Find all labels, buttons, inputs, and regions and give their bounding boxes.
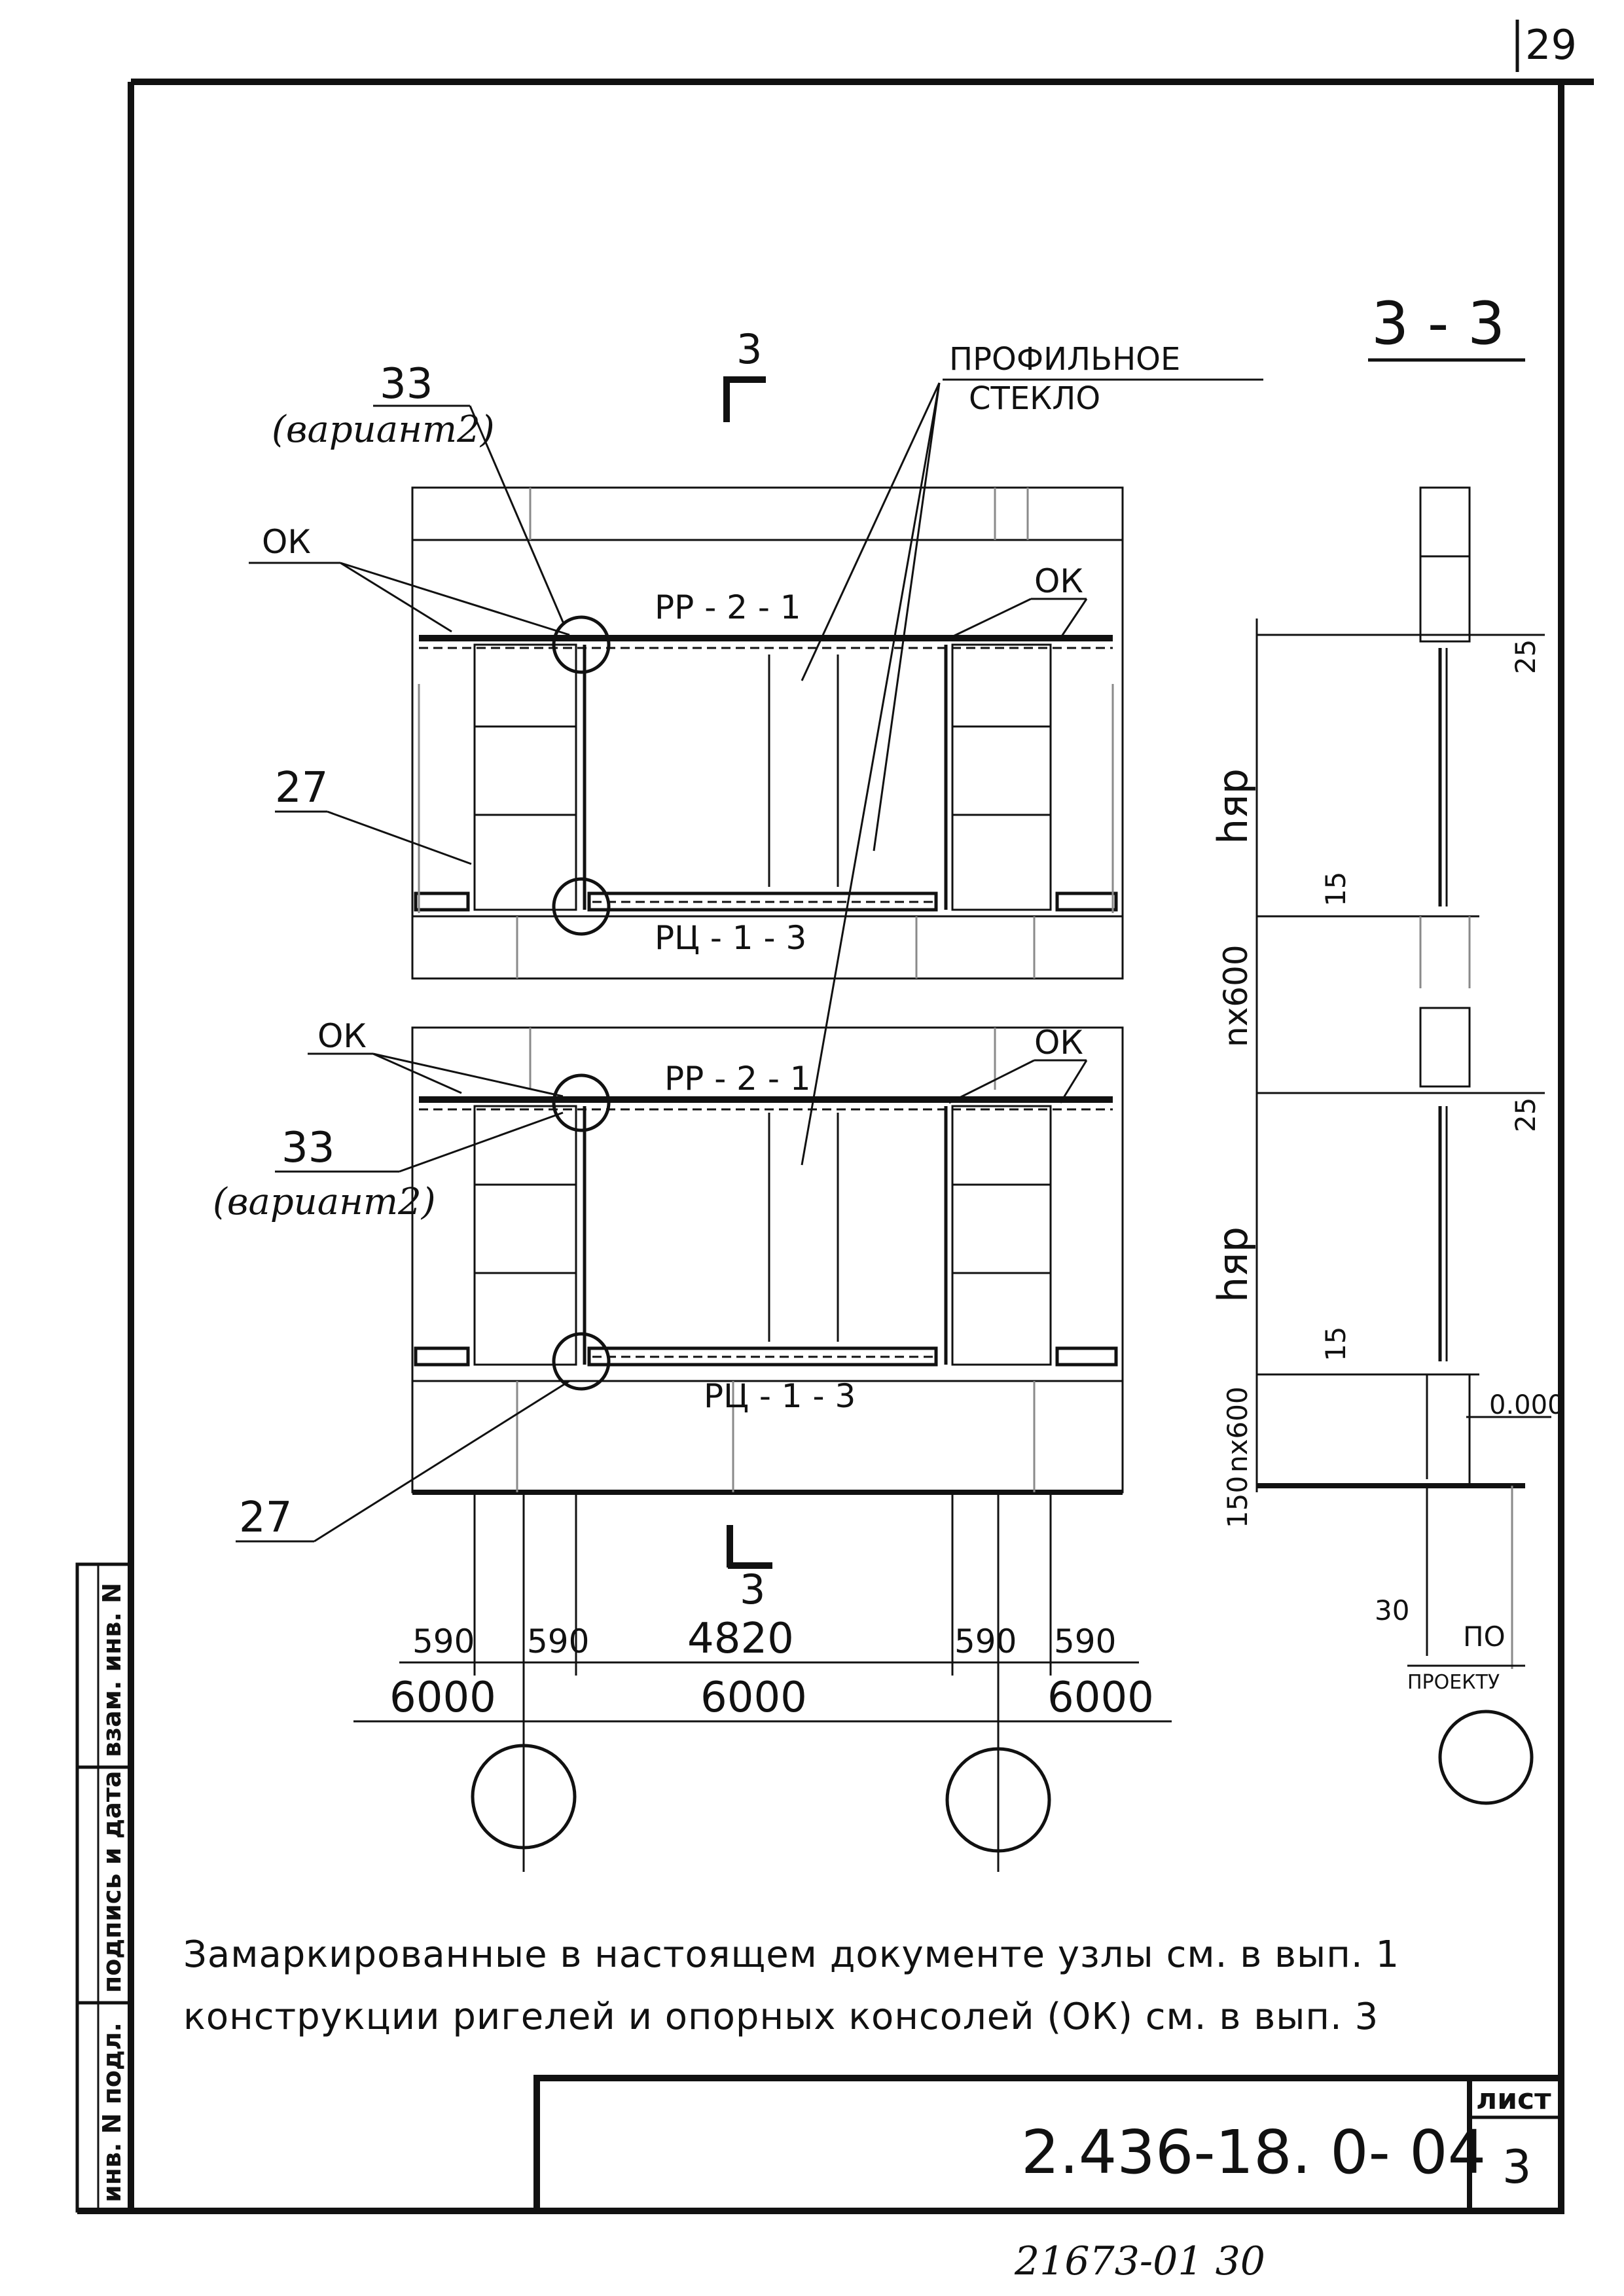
rr-2-1-top: РР - 2 - 1 [655, 588, 801, 626]
title-block: 2.436-18. 0- 04 лист 3 [533, 2075, 1564, 2214]
ok-label-3: ОК [317, 1017, 367, 1055]
svg-text:0.000: 0.000 [1489, 1390, 1564, 1420]
note-line-1: Замаркированные в настоящем документе уз… [183, 1933, 1399, 1976]
svg-text:25: 25 [1509, 1098, 1542, 1132]
document-code: 2.436-18. 0- 04 [1021, 2117, 1486, 2187]
axis-bubble-1 [471, 1744, 577, 1850]
profiled-glass-label-2: СТЕКЛО [969, 380, 1100, 417]
svg-text:590: 590 [954, 1623, 1017, 1660]
rr-2-1-bottom: РР - 2 - 1 [664, 1060, 811, 1098]
svg-text:nх600: nх600 [1217, 944, 1255, 1047]
svg-text:6000: 6000 [700, 1674, 807, 1722]
svg-text:ПО: ПО [1463, 1621, 1506, 1653]
section-label: 3 - 3 [1371, 289, 1505, 358]
svg-text:590: 590 [1054, 1623, 1116, 1660]
stamp-inv-orig: инв. N подл. [98, 2022, 126, 2202]
side-stamp: взам. инв. N подпись и дата инв. N подл. [75, 1562, 133, 2213]
cut-marker-bottom: 3 [727, 1525, 772, 1613]
sheet-number: 3 [1502, 2140, 1532, 2194]
axis-bubble-2 [945, 1747, 1051, 1853]
callout-labels: ПРОФИЛЬНОЕ СТЕКЛО 33 (вариант2) ОК ОК РР… [213, 341, 1180, 1542]
svg-text:nх600: nх600 [1221, 1386, 1254, 1473]
rc-1-3-top: РЦ - 1 - 3 [655, 919, 806, 957]
svg-text:hяр: hяр [1209, 1227, 1257, 1302]
note-line-2: конструкции ригелей и опорных консолей (… [183, 1996, 1379, 2038]
profiled-glass-label-1: ПРОФИЛЬНОЕ [949, 341, 1180, 378]
svg-text:4820: 4820 [687, 1615, 794, 1663]
page-number: 29 [1525, 21, 1577, 69]
variant-2-top: (вариант2) [272, 408, 495, 451]
elevation-lower [411, 1026, 1124, 1495]
axis-bubble-3 [1438, 1710, 1534, 1805]
svg-text:150: 150 [1221, 1476, 1254, 1528]
node-27-top: 27 [275, 764, 328, 812]
svg-text:ПРОЕКТУ: ПРОЕКТУ [1407, 1671, 1500, 1694]
node-27-bottom: 27 [239, 1494, 292, 1542]
svg-text:6000: 6000 [1047, 1674, 1154, 1722]
sheet-label: лист [1476, 2083, 1551, 2116]
svg-text:25: 25 [1509, 639, 1542, 674]
section-3-3: 25 hяр 15 nх600 25 hяр 15 nх600 150 0.00… [1209, 486, 1564, 1805]
svg-text:15: 15 [1320, 872, 1352, 906]
svg-text:hяр: hяр [1209, 768, 1257, 844]
stamp-sign-date: подпись и дата [98, 1770, 126, 1993]
ok-label-4: ОК [1034, 1024, 1083, 1062]
horizontal-dimensions: 590 590 4820 590 590 6000 6000 6000 [353, 1492, 1172, 1872]
ok-label-2: ОК [1034, 562, 1083, 600]
node-33-top: 33 [380, 360, 433, 408]
variant-2-bottom: (вариант2) [213, 1181, 436, 1223]
node-33-bottom: 33 [281, 1124, 334, 1172]
elevation-upper [411, 486, 1124, 980]
ok-label-1: ОК [262, 523, 311, 561]
cut-marker-top: 3 [723, 325, 766, 422]
leaders [236, 378, 1263, 1543]
svg-text:3: 3 [740, 1566, 765, 1613]
svg-text:6000: 6000 [389, 1674, 496, 1722]
stamp-replace-inv: взам. инв. N [98, 1583, 126, 1757]
svg-text:590: 590 [412, 1623, 475, 1660]
rc-1-3-bottom: РЦ - 1 - 3 [704, 1377, 856, 1415]
archive-number: 21673-01 30 [1014, 2238, 1265, 2284]
svg-text:3: 3 [736, 325, 762, 373]
svg-text:15: 15 [1320, 1327, 1352, 1361]
svg-text:30: 30 [1375, 1594, 1409, 1626]
svg-text:590: 590 [527, 1623, 589, 1660]
